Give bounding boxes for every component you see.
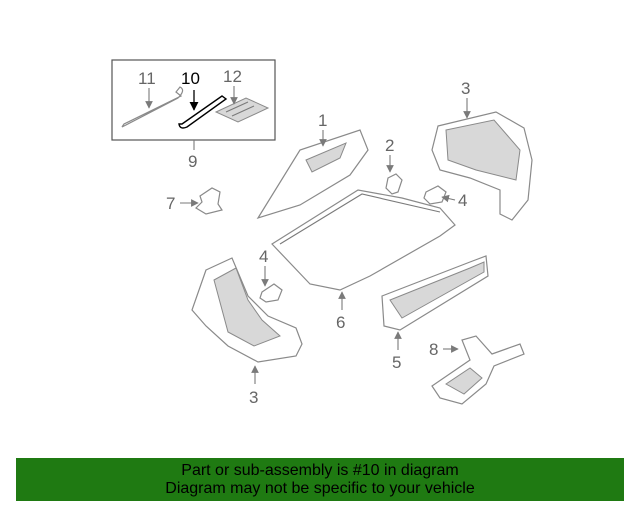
banner-line-1: Part or sub-assembly is #10 in diagram (181, 462, 459, 479)
info-banner: Part or sub-assembly is #10 in diagram D… (16, 458, 624, 501)
callout-5[interactable]: 5 (392, 353, 401, 372)
callout-3-right[interactable]: 3 (461, 79, 470, 98)
tool-bar-part (178, 95, 228, 129)
banner-line-2: Diagram may not be specific to your vehi… (165, 480, 475, 497)
callout-1[interactable]: 1 (318, 111, 327, 130)
callout-2[interactable]: 2 (385, 136, 394, 155)
leader-4-right (441, 194, 456, 203)
callout-4-left[interactable]: 4 (259, 247, 268, 266)
clip-4-left-part (259, 283, 283, 303)
trunk-mat-part (271, 189, 456, 291)
tool-bag-part (214, 97, 270, 123)
clip-7-part (195, 187, 223, 215)
clip-4-right-part (423, 185, 447, 205)
clip-2-part (385, 173, 403, 195)
callout-10[interactable]: 10 (181, 69, 200, 88)
callout-11[interactable]: 11 (138, 69, 156, 88)
lug-wrench-part (121, 86, 184, 128)
callout-9[interactable]: 9 (188, 152, 197, 171)
jack-part (431, 335, 525, 405)
callout-12[interactable]: 12 (223, 67, 242, 86)
callout-3-left[interactable]: 3 (249, 388, 258, 407)
callout-4-right[interactable]: 4 (458, 191, 467, 210)
callout-7[interactable]: 7 (166, 194, 175, 213)
callout-8[interactable]: 8 (429, 340, 438, 359)
callout-6[interactable]: 6 (336, 313, 345, 332)
